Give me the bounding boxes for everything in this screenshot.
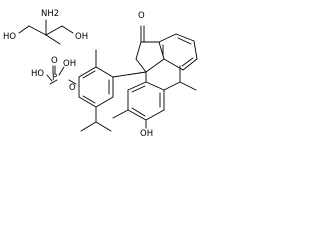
amino-diol-fragment: NH2 HO OH (3, 9, 88, 45)
lactone-oxygen-label: O (138, 11, 145, 21)
chemical-structure-diagram: NH2 HO OH O (3, 9, 198, 139)
phenol-aryl-fragment: OH (112, 65, 197, 139)
aryl-ester-oxygen-label: O (69, 83, 76, 93)
hydroxyl-right-label: OH (75, 32, 88, 42)
phosphorus-label: P (52, 73, 57, 83)
phosphate-ho-label: HO (31, 69, 44, 79)
phthalide-fragment: O (135, 11, 198, 73)
hydroxyl-left-label: HO (3, 32, 16, 42)
phosphate-oxo-label: O (51, 56, 58, 66)
phosphate-aryl-fragment: OH HO P O O (31, 49, 147, 132)
phenol-oh-label: OH (140, 129, 153, 139)
phosphate-oh-label: OH (63, 59, 76, 69)
amine-label: NH2 (41, 9, 59, 19)
